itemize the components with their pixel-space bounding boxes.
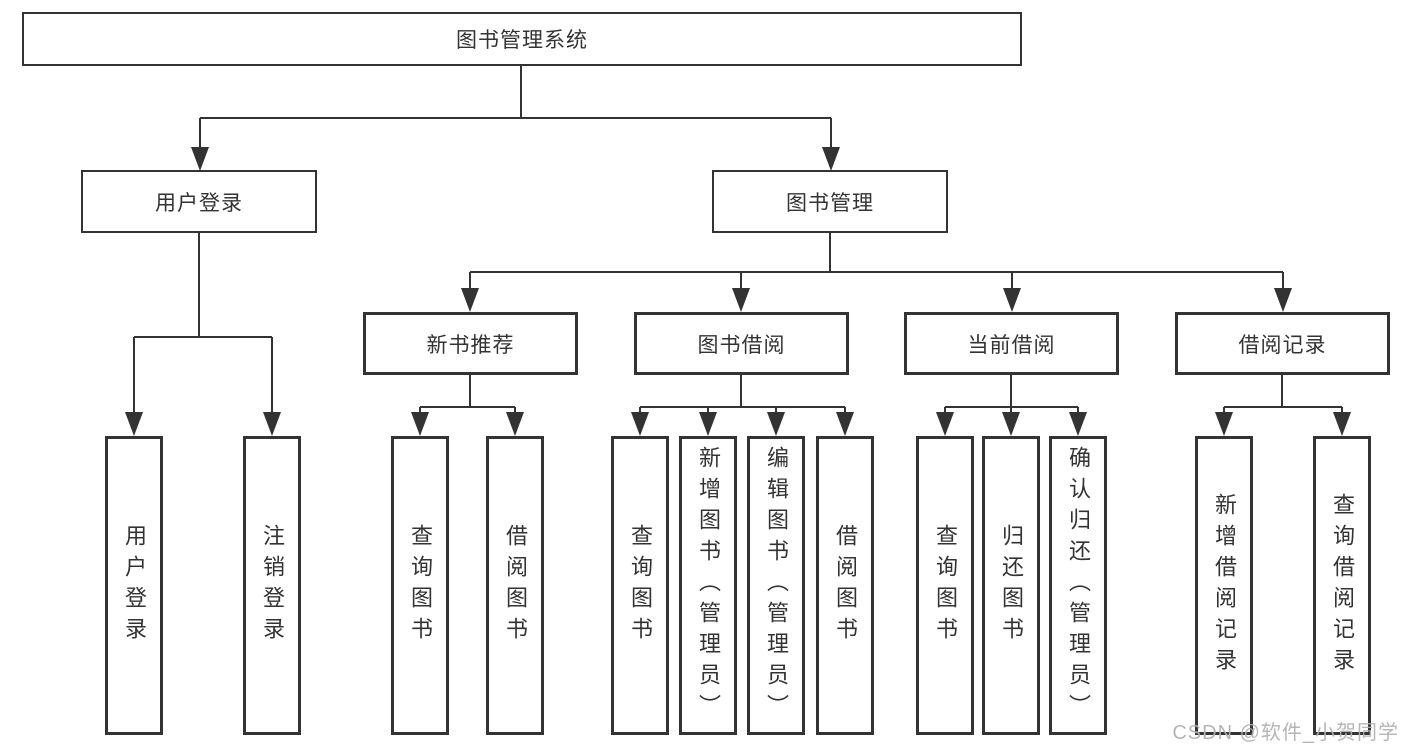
node-label: 借阅图书 (503, 523, 528, 648)
node-label: 新增借阅记录 (1212, 492, 1237, 679)
node-label: 查询图书 (408, 523, 433, 648)
leaf-query-borrow-record: 查询借阅记录 (1313, 436, 1371, 735)
leaf-logout: 注销登录 (243, 436, 301, 735)
node-label: 注销登录 (260, 523, 285, 648)
node-label: 编辑图书（管理员） (764, 446, 789, 725)
node-book-borrow: 图书借阅 (634, 312, 849, 375)
node-label: 用户登录 (122, 523, 147, 648)
node-label: 当前借阅 (967, 333, 1056, 357)
leaf-edit-books-admin: 编辑图书（管理员） (747, 436, 805, 735)
node-label: 图书管理 (786, 191, 874, 215)
node-label: 查询图书 (933, 523, 958, 648)
node-user-login: 用户登录 (81, 170, 317, 233)
node-label: 新书推荐 (426, 333, 515, 357)
leaf-query-books-recommend: 查询图书 (391, 436, 449, 735)
node-label: 查询图书 (628, 523, 653, 648)
leaf-user-login: 用户登录 (105, 436, 163, 735)
leaf-add-borrow-record: 新增借阅记录 (1195, 436, 1253, 735)
leaf-query-books-borrow: 查询图书 (611, 436, 669, 735)
leaf-add-books-admin: 新增图书（管理员） (679, 436, 737, 735)
node-label: 归还图书 (999, 523, 1024, 648)
leaf-confirm-return-admin: 确认归还（管理员） (1049, 436, 1107, 735)
node-new-book-recommend: 新书推荐 (363, 312, 578, 375)
node-label: 图书借阅 (697, 333, 786, 357)
node-label: 借阅记录 (1238, 333, 1327, 357)
node-library-management-system: 图书管理系统 (22, 12, 1022, 66)
node-label: 借阅图书 (833, 523, 858, 648)
node-label: 新增图书（管理员） (696, 446, 721, 725)
node-label: 图书管理系统 (456, 29, 588, 52)
node-book-management: 图书管理 (712, 170, 948, 233)
leaf-query-books-current: 查询图书 (916, 436, 974, 735)
node-current-borrow: 当前借阅 (904, 312, 1119, 375)
node-label: 用户登录 (155, 191, 243, 215)
node-label: 查询借阅记录 (1330, 492, 1355, 679)
node-label: 确认归还（管理员） (1066, 446, 1091, 725)
node-borrow-records: 借阅记录 (1175, 312, 1390, 375)
csdn-watermark: CSDN @软件_小贺同学 (1172, 722, 1399, 744)
leaf-return-books: 归还图书 (982, 436, 1040, 735)
leaf-borrow-books: 借阅图书 (816, 436, 874, 735)
leaf-borrow-books-recommend: 借阅图书 (486, 436, 544, 735)
